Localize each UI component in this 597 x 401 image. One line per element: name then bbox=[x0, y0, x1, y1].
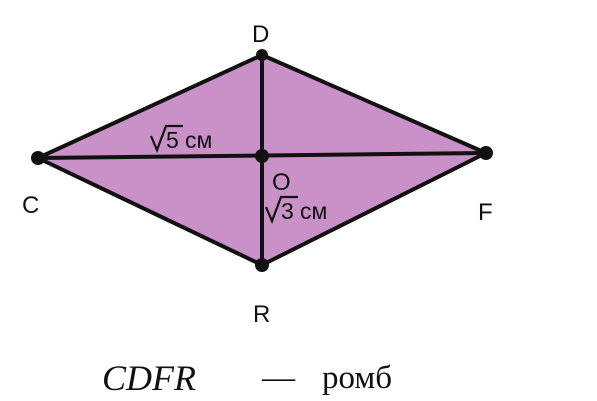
measure-half-cf-value: 5 bbox=[166, 127, 179, 153]
caption-dash: — bbox=[261, 360, 296, 396]
caption-formula: CDFR bbox=[102, 358, 196, 398]
measure-half-dr-value: 3 bbox=[281, 198, 294, 224]
vertex-d-label: D bbox=[252, 21, 269, 48]
sqrt-sign bbox=[264, 195, 298, 224]
vertex-r-label: R bbox=[253, 301, 270, 328]
sqrt-sign bbox=[149, 124, 183, 153]
center-o-label: O bbox=[272, 169, 291, 196]
center-o-dot bbox=[255, 149, 269, 163]
measure-half-dr-unit: см bbox=[300, 198, 327, 224]
vertex-f-label: F bbox=[478, 199, 493, 226]
caption-word: ромб bbox=[322, 360, 392, 396]
vertex-c-label: C bbox=[22, 192, 39, 219]
vertex-d-dot bbox=[256, 49, 268, 61]
caption: CDFR — ромб bbox=[102, 358, 392, 398]
vertex-c-dot bbox=[31, 151, 45, 165]
measure-half-dr: 3 см bbox=[264, 195, 327, 224]
measure-half-cf: 5 см bbox=[149, 124, 212, 153]
vertex-r-dot bbox=[255, 258, 269, 272]
vertex-f-dot bbox=[479, 146, 493, 160]
measure-half-cf-unit: см bbox=[185, 127, 212, 153]
